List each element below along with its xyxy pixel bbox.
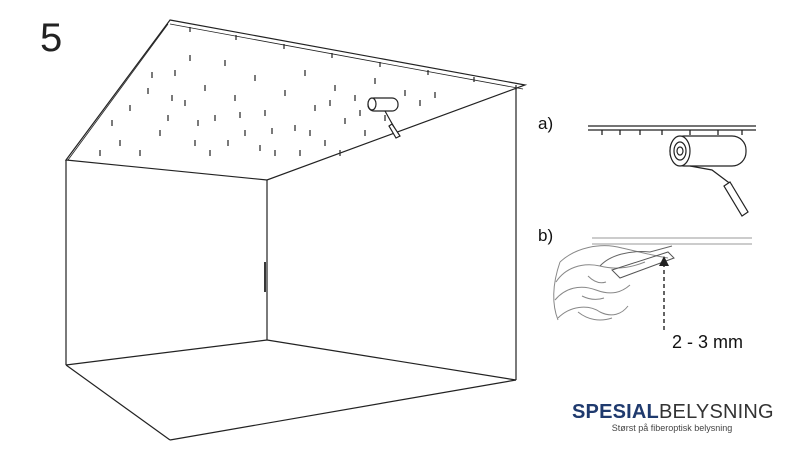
- room-outline: [64, 19, 528, 441]
- ceiling-plane: [64, 19, 528, 181]
- brand-light: BELYSNING: [658, 401, 774, 423]
- panel-b-illustration: [553, 237, 752, 321]
- measurement-arrow: [659, 256, 669, 330]
- brand-bold: SPESIAL: [572, 401, 659, 423]
- step-number: 5: [40, 16, 63, 60]
- brand-tagline: Størst på fiberoptisk belysning: [611, 423, 733, 433]
- panel-b-label: b): [538, 226, 554, 245]
- measurement-label: 2 - 3 mm: [672, 332, 744, 352]
- brand-logo: SPESIALBELYSNING Størst på fiberoptisk b…: [572, 401, 774, 433]
- panel-a-illustration: [588, 125, 756, 217]
- paint-roller-icon: [367, 97, 401, 139]
- brand-name: SPESIALBELYSNING: [572, 401, 774, 423]
- fiber-points: [99, 55, 436, 156]
- panel-a-label: a): [538, 114, 554, 133]
